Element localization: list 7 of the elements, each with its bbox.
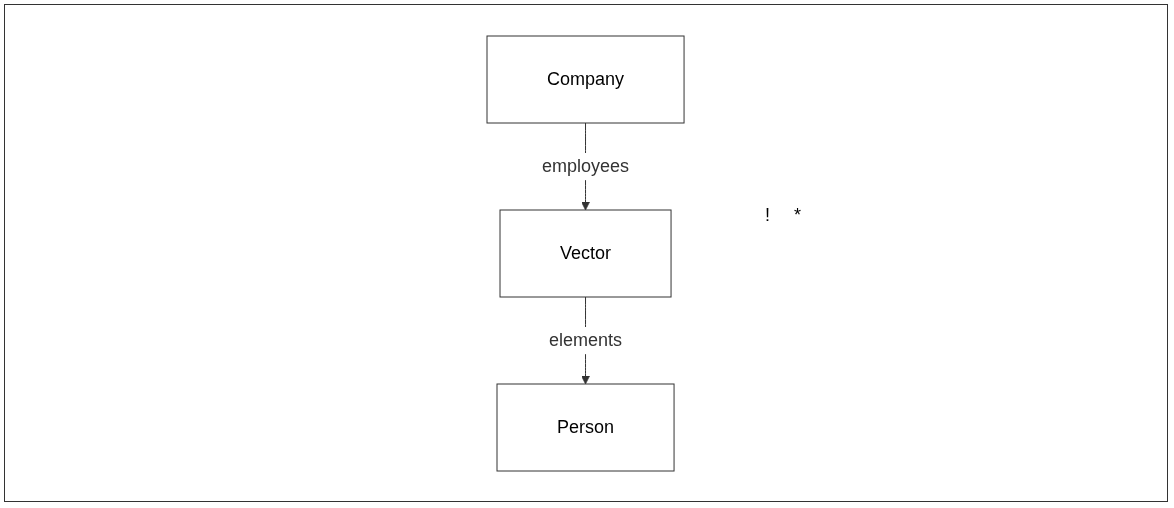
node-box: Vector	[500, 209, 672, 297]
multiplicity-mark: !	[765, 205, 770, 226]
node-box: Company	[486, 35, 685, 123]
node-box: Person	[496, 383, 675, 471]
multiplicity-mark: *	[794, 205, 802, 226]
edge-label: employees	[542, 155, 630, 176]
edge-label: elements	[549, 329, 623, 350]
